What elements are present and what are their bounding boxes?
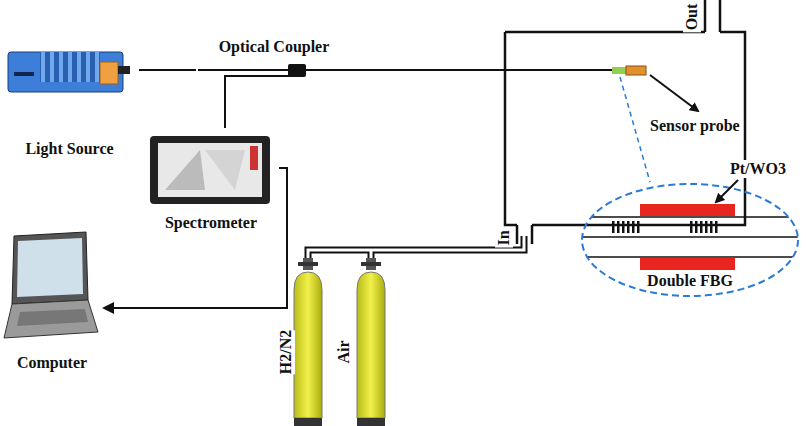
- optical-fiber: [139, 69, 196, 71]
- gas-cylinder: H2/N2: [276, 250, 326, 426]
- node-label: Light Source: [0, 140, 139, 158]
- node-label: Air: [335, 341, 353, 364]
- light-source: Light Source: [0, 48, 139, 160]
- gas-cylinder: Air: [334, 250, 388, 426]
- inlet-label: In: [495, 228, 513, 247]
- node-label: Spectrometer: [143, 214, 279, 232]
- optical-fiber: [224, 80, 226, 128]
- outlet-label: Out: [683, 2, 701, 33]
- coating-label: Pt/WO3: [728, 160, 788, 178]
- optical-fiber: [104, 168, 287, 308]
- node-label: Optical Coupler: [196, 38, 352, 56]
- node-label: H2/N2: [277, 330, 295, 374]
- spectrometer: Spectrometer: [143, 128, 279, 234]
- probe-label: Sensor probe: [648, 117, 742, 135]
- optical-coupler: Optical Coupler: [196, 36, 352, 80]
- computer: Computer: [0, 222, 104, 374]
- grating-label: Double FBG: [645, 272, 735, 290]
- node-label: Computer: [0, 354, 104, 372]
